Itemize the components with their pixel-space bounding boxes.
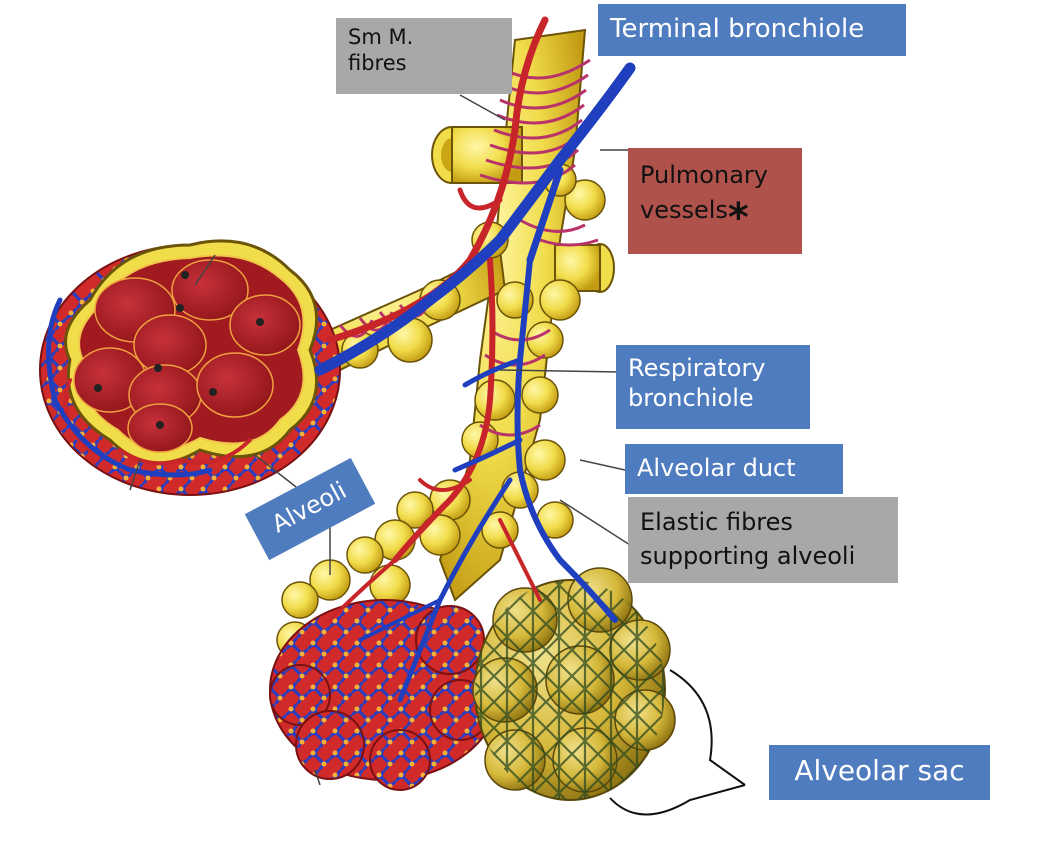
label-sm-m-fibres: Sm M. fibres xyxy=(336,18,512,94)
capillary-cluster xyxy=(269,599,501,791)
label-elastic-fibres: Elastic fibres supporting alveoli xyxy=(628,497,898,583)
label-alveolar-sac: Alveolar sac xyxy=(769,745,990,800)
label-respiratory-bronchiole: Respiratory bronchiole xyxy=(616,345,810,429)
label-alveolar-duct: Alveolar duct xyxy=(625,444,843,494)
elastic-sac-cluster xyxy=(472,567,676,801)
cut-alveolar-cluster xyxy=(39,239,341,496)
pulmonary-vessels-text: Pulmonary vessels xyxy=(640,161,768,224)
pulmonary-vein xyxy=(46,62,636,703)
alveolar-sac-brace xyxy=(609,669,746,816)
label-terminal-bronchiole: Terminal bronchiole xyxy=(598,4,906,56)
pulmonary-vessels-asterisk: * xyxy=(727,194,749,241)
label-pulmonary-vessels: Pulmonary vessels* xyxy=(628,148,802,254)
